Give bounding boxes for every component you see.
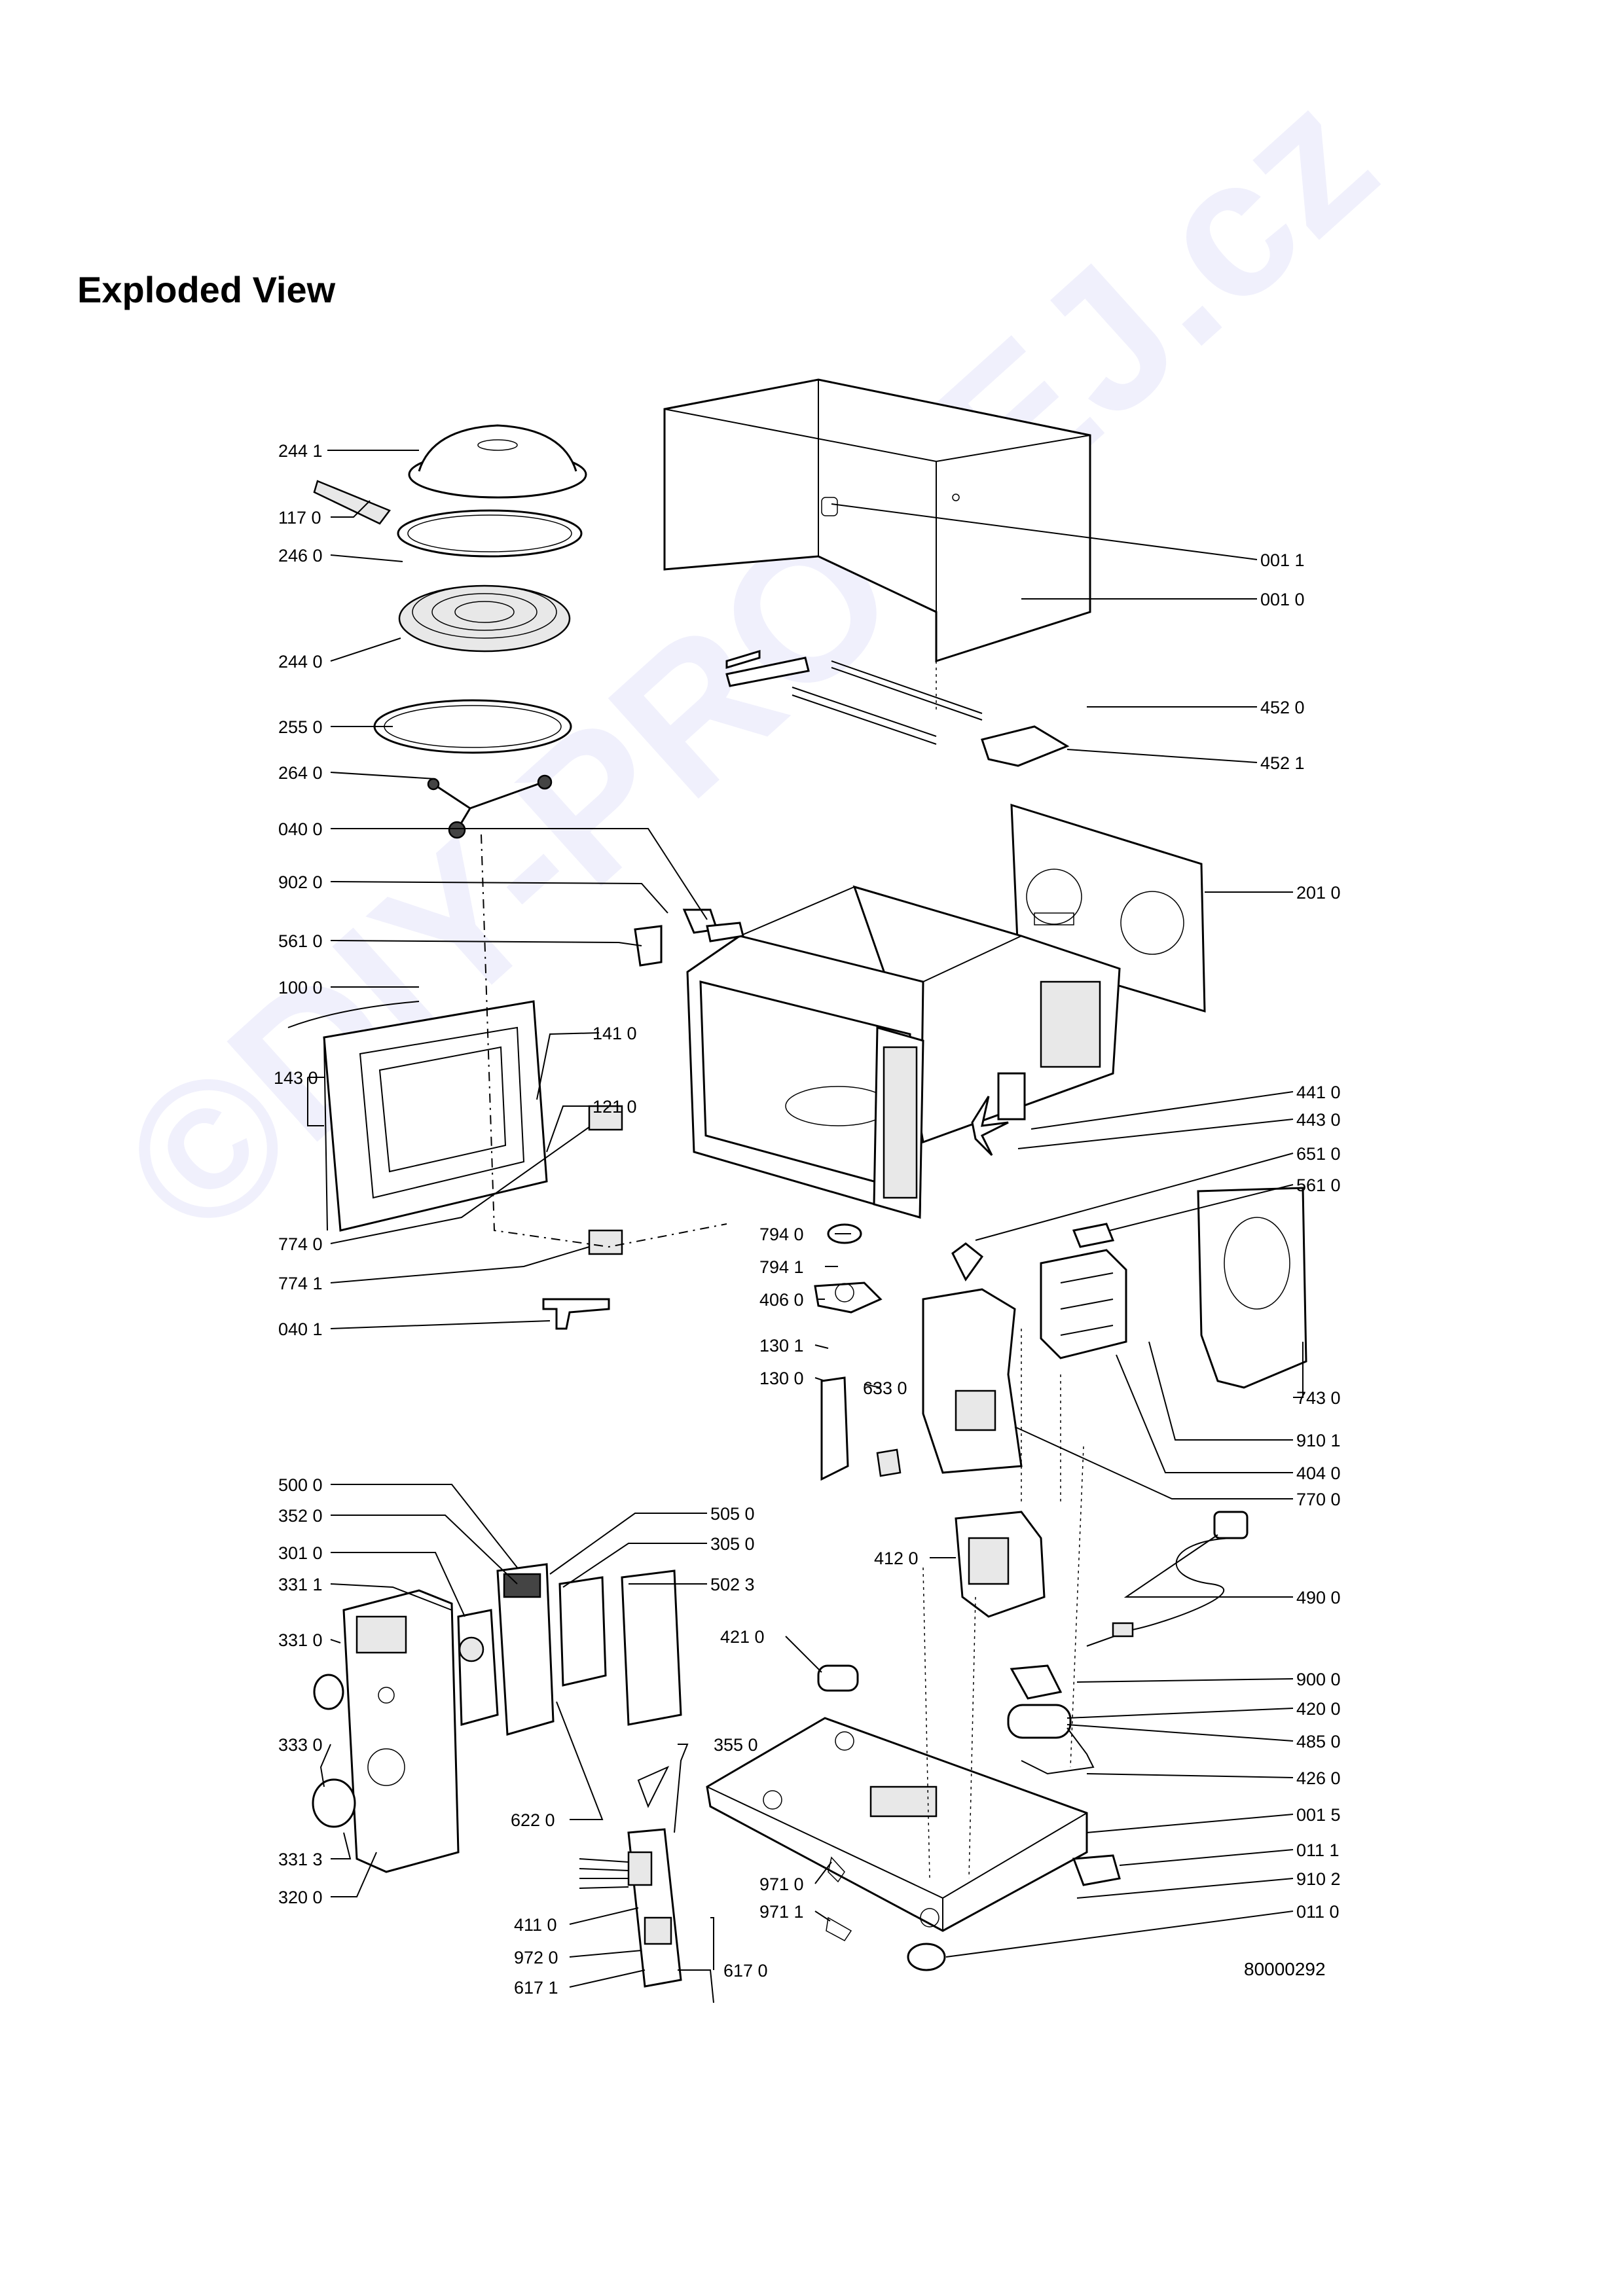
part-label: 910 1	[1296, 1431, 1341, 1450]
part-label: 333 0	[278, 1735, 323, 1755]
part-label: 902 0	[278, 872, 323, 892]
part-label: 774 0	[278, 1234, 323, 1254]
part-label: 244 0	[278, 652, 323, 672]
part-label: 040 0	[278, 819, 323, 839]
part-label: 412 0	[874, 1549, 919, 1568]
part-label: 971 0	[759, 1874, 804, 1894]
part-label: 001 0	[1260, 590, 1305, 609]
bracket-parts	[542, 908, 744, 1330]
part-label: 264 0	[278, 763, 323, 783]
part-label: 617 1	[514, 1978, 558, 1998]
part-label: 485 0	[1296, 1732, 1341, 1751]
part-label: 355 0	[714, 1735, 758, 1755]
part-label: 352 0	[278, 1506, 323, 1526]
mains-cord-part	[1086, 1511, 1249, 1647]
capacitor-part	[817, 1664, 859, 1692]
part-label: 331 0	[278, 1630, 323, 1650]
part-label: 770 0	[1296, 1490, 1341, 1509]
part-label: 001 1	[1260, 550, 1305, 570]
part-label: 900 0	[1296, 1670, 1341, 1689]
leader-lines	[307, 450, 1304, 2003]
part-label: 011 0	[1296, 1902, 1340, 1922]
part-label: 421 0	[720, 1627, 765, 1647]
pcb-part	[579, 1765, 682, 1988]
part-label: 505 0	[710, 1504, 755, 1524]
door-part	[287, 1000, 548, 1232]
turntable-stack-part	[313, 424, 587, 839]
part-label: 331 1	[278, 1575, 323, 1594]
part-label: 244 1	[278, 441, 323, 461]
part-label: 201 0	[1296, 883, 1341, 903]
part-label: 452 1	[1260, 753, 1305, 773]
part-label: 143 0	[274, 1068, 318, 1088]
air-duct-part	[1197, 1187, 1307, 1389]
outer-casing-part	[663, 378, 1091, 663]
switch-bracket-part	[820, 1376, 902, 1481]
part-label: 117 0	[278, 508, 321, 528]
magnetron-cover-part	[922, 1288, 1023, 1474]
feet-parts	[907, 1854, 1121, 1971]
hv-transformer-part	[955, 1511, 1046, 1618]
guide-lines	[481, 661, 1084, 1879]
screw-parts	[826, 1856, 852, 1941]
part-labels: 244 1 117 0 246 0 244 0 255 0 264 0 040 …	[274, 441, 1341, 1998]
part-label: 633 0	[863, 1378, 907, 1398]
part-label: 305 0	[710, 1534, 755, 1554]
part-label: 255 0	[278, 717, 323, 737]
part-label: 404 0	[1296, 1463, 1341, 1483]
transformer-part	[1040, 1223, 1127, 1359]
part-label: 500 0	[278, 1475, 323, 1495]
part-label: 452 0	[1260, 698, 1305, 717]
part-label: 040 1	[278, 1319, 323, 1339]
part-label: 443 0	[1296, 1110, 1341, 1130]
part-label: 420 0	[1296, 1699, 1341, 1719]
control-module-part	[457, 1563, 682, 1736]
part-label: 561 0	[278, 931, 323, 951]
part-label: 100 0	[278, 978, 323, 997]
part-label: 502 3	[710, 1575, 755, 1594]
part-label: 794 1	[759, 1257, 804, 1277]
parts-drawing	[287, 378, 1307, 1988]
part-label: 972 0	[514, 1948, 558, 1967]
part-label: 490 0	[1296, 1588, 1341, 1607]
part-label: 246 0	[278, 546, 323, 565]
part-label: 441 0	[1296, 1083, 1341, 1102]
part-label: 617 0	[723, 1961, 768, 1981]
part-label: 121 0	[593, 1097, 637, 1117]
page-title: Exploded View	[77, 269, 336, 310]
part-label: 426 0	[1296, 1768, 1341, 1788]
oven-cavity-part	[686, 885, 1121, 1219]
part-label: 406 0	[759, 1290, 804, 1310]
rails-part	[725, 649, 1070, 767]
part-label: 910 2	[1296, 1869, 1341, 1889]
part-label: 011 1	[1296, 1840, 1340, 1860]
part-label: 411 0	[514, 1915, 557, 1935]
part-label: 794 0	[759, 1225, 804, 1244]
part-label: 331 3	[278, 1850, 323, 1869]
part-label: 622 0	[511, 1810, 555, 1830]
part-label: 743 0	[1296, 1388, 1341, 1408]
part-label: 130 1	[759, 1336, 804, 1355]
control-panel-part	[312, 1589, 460, 1873]
base-plate-part	[706, 1717, 1088, 1932]
part-label: 130 0	[759, 1369, 804, 1388]
part-label: 320 0	[278, 1888, 323, 1907]
part-label: 971 1	[759, 1902, 804, 1922]
hv-capacitor-part	[1007, 1664, 1095, 1775]
part-label: 141 0	[593, 1024, 637, 1043]
document-number: 80000292	[1244, 1959, 1326, 1979]
part-label: 651 0	[1296, 1144, 1341, 1164]
part-label: 001 5	[1296, 1805, 1341, 1825]
part-label: 561 0	[1296, 1175, 1341, 1195]
part-label: 774 1	[278, 1274, 323, 1293]
part-label: 301 0	[278, 1543, 323, 1563]
